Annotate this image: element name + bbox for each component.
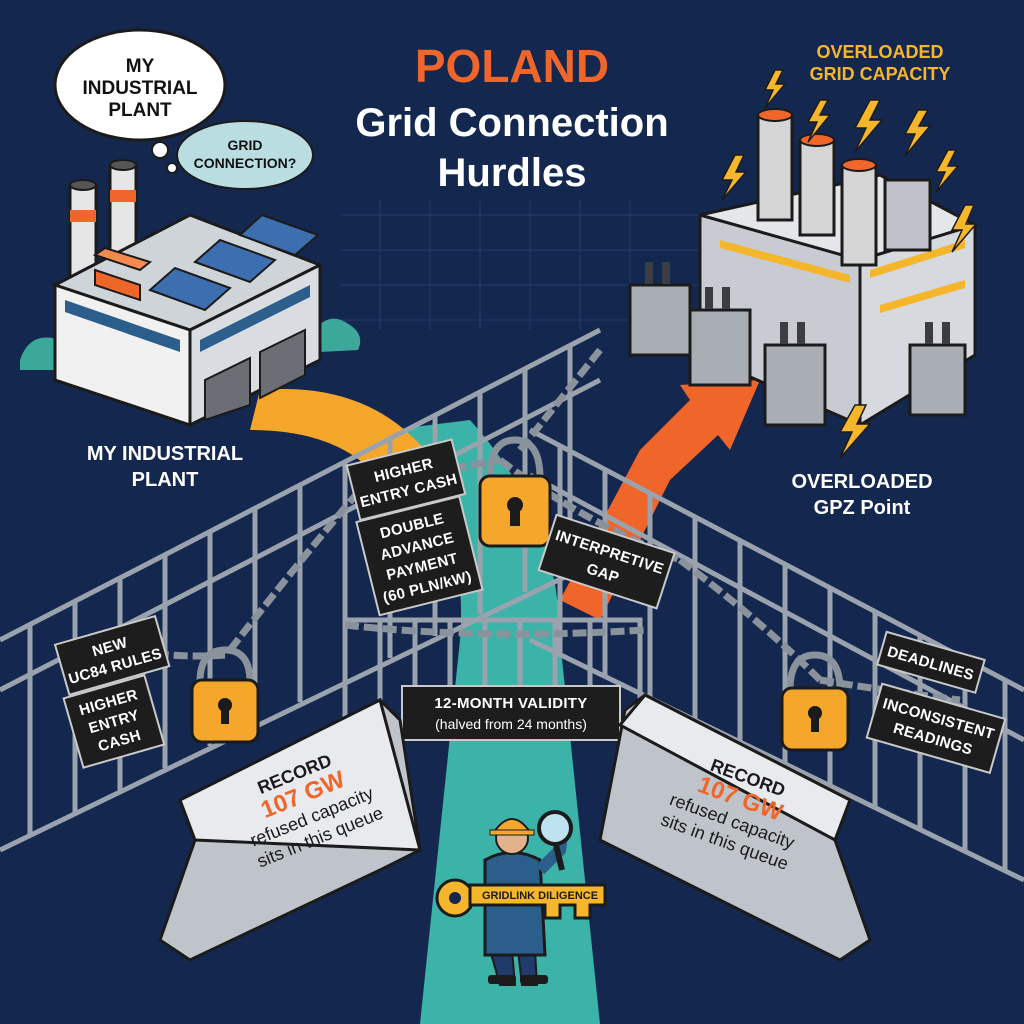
plant-label-line2: PLANT — [132, 469, 199, 491]
plant-label-line1: MY INDUSTRIAL — [87, 443, 243, 465]
gpz-label-line2: GPZ Point — [814, 497, 911, 519]
grid-capacity-label-line2: GRID CAPACITY — [810, 64, 951, 84]
key-icon: GRIDLINK DILIGENCE — [435, 878, 607, 920]
stack-icon — [840, 163, 878, 267]
lightning-bolt-icon — [903, 109, 932, 157]
small-bubble-line-1: GRID — [228, 137, 263, 153]
stack-icon — [798, 138, 836, 237]
sign-validity: 12-MONTH VALIDITY (halved from 24 months… — [401, 685, 621, 741]
bubble-line-2: INDUSTRIAL — [82, 78, 197, 99]
sign-double-advance: DOUBLE ADVANCE PAYMENT (60 PLN/kW) — [355, 495, 484, 617]
padlock-icon — [478, 436, 552, 548]
transformer-icon — [688, 308, 752, 387]
lightning-bolt-icon — [806, 99, 832, 143]
title-country: POLAND — [415, 40, 609, 92]
solar-panel-icon — [193, 238, 277, 284]
solar-panel-icon — [238, 213, 320, 257]
lightning-bolt-icon — [838, 404, 872, 459]
lightning-bolt-icon — [763, 69, 787, 109]
small-bubble-line-2: CONNECTION? — [194, 155, 297, 171]
lightning-bolt-icon — [720, 154, 748, 201]
padlock-icon — [190, 646, 260, 744]
engineer-figure: GRIDLINK DILIGENCE — [435, 810, 607, 986]
key-label: GRIDLINK DILIGENCE — [482, 890, 598, 902]
sign-validity-line2: (halved from 24 months) — [435, 716, 587, 732]
solar-panel-icon — [148, 266, 232, 312]
gpz-label-line1: OVERLOADED — [791, 471, 932, 493]
magnifying-glass-icon — [537, 810, 573, 871]
plant-cloud-small-icon — [315, 318, 361, 352]
title-line-2: Hurdles — [438, 151, 587, 195]
lightning-bolt-icon — [950, 204, 978, 253]
bubble-line-1: MY — [126, 56, 155, 77]
lightning-bolt-icon — [853, 99, 884, 153]
barrier-left: RECORD 107 GW refused capacity sits in t… — [158, 697, 422, 962]
bubble-line-3: PLANT — [108, 100, 172, 121]
sign-new-rules: NEW UC84 RULES — [53, 614, 171, 696]
transformer-icon — [628, 283, 692, 357]
sign-higher-entry-left: HIGHER ENTRY CASH — [62, 674, 166, 769]
grid-capacity-label-line1: OVERLOADED — [816, 42, 943, 62]
barrier-right: RECORD 107 GW refused capacity sits in t… — [598, 693, 872, 962]
title-line-1: Grid Connection — [355, 101, 668, 145]
sign-interpretive-gap: INTERPRETIVE GAP — [537, 513, 676, 610]
sign-validity-line1: 12-MONTH VALIDITY — [434, 695, 587, 712]
padlocks — [190, 436, 850, 752]
transformer-icon — [908, 343, 967, 417]
thought-bubble: MY INDUSTRIAL PLANT GRID CONNECTION? — [53, 28, 314, 190]
padlock-icon — [780, 651, 850, 752]
lightning-bolt-icon — [934, 149, 960, 193]
overloaded-substation — [628, 69, 979, 459]
stack-icon — [756, 113, 794, 222]
industrial-plant — [20, 159, 361, 428]
transformer-icon — [763, 343, 827, 427]
